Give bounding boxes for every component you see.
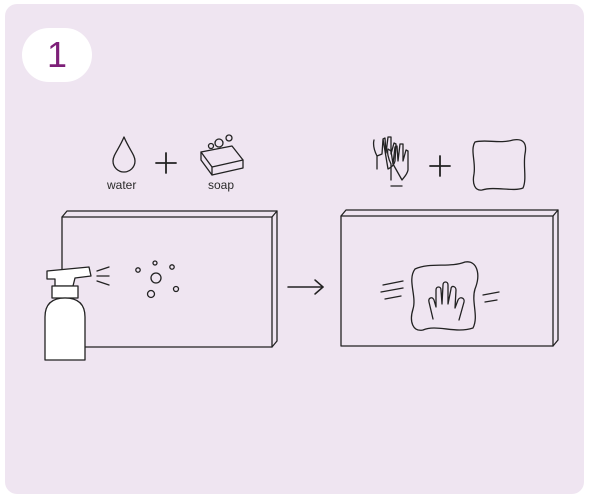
- cloth-icon: [473, 140, 526, 190]
- water-drop-icon: [113, 137, 135, 172]
- plus-icon: [156, 153, 176, 173]
- surface-panel-left: [62, 211, 277, 347]
- spray-mist-icon: [97, 261, 179, 298]
- cleaning-illustration: [5, 4, 584, 494]
- surface-panel-right: [341, 210, 558, 346]
- soap-icon: [201, 135, 243, 175]
- gloves-icon: [374, 137, 408, 186]
- wiping-hand-icon: [381, 262, 499, 330]
- water-label: water: [107, 178, 136, 192]
- instruction-card: 1: [5, 4, 584, 494]
- arrow-right-icon: [288, 280, 323, 294]
- soap-label: soap: [208, 178, 234, 192]
- spray-bottle-icon: [45, 267, 91, 360]
- plus-icon: [430, 156, 450, 176]
